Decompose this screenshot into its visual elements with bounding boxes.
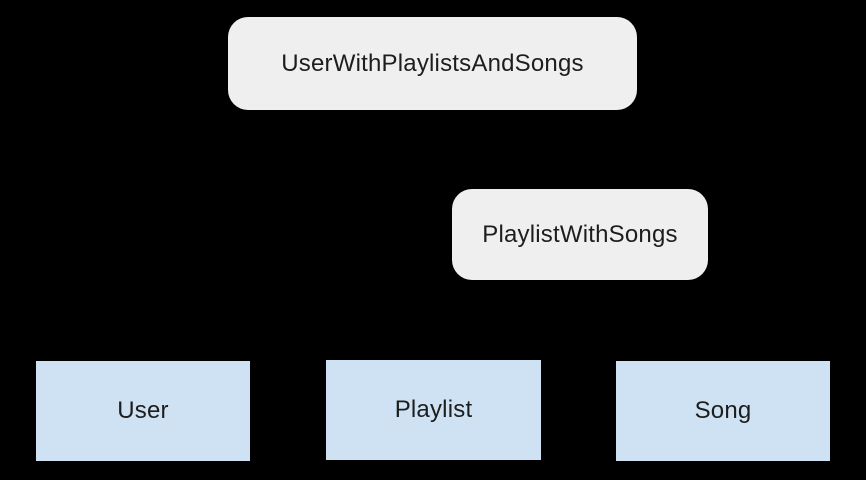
diagram-node-song: Song (616, 361, 830, 461)
diagram-node-user: User (36, 361, 250, 461)
diagram-node-label-playlist-with-songs: PlaylistWithSongs (482, 220, 678, 248)
diagram-node-label-user: User (117, 397, 169, 424)
diagram-node-label-playlist: Playlist (394, 396, 473, 423)
diagram-node-playlist-with-songs: PlaylistWithSongs (452, 189, 708, 280)
diagram-node-playlist: Playlist (326, 360, 541, 460)
diagram-node-user-with-playlists-and-songs: UserWithPlaylistsAndSongs (228, 17, 637, 110)
diagram-node-label-song: Song (694, 397, 752, 424)
diagram-node-label-user-with-playlists-and-songs: UserWithPlaylistsAndSongs (281, 49, 584, 77)
